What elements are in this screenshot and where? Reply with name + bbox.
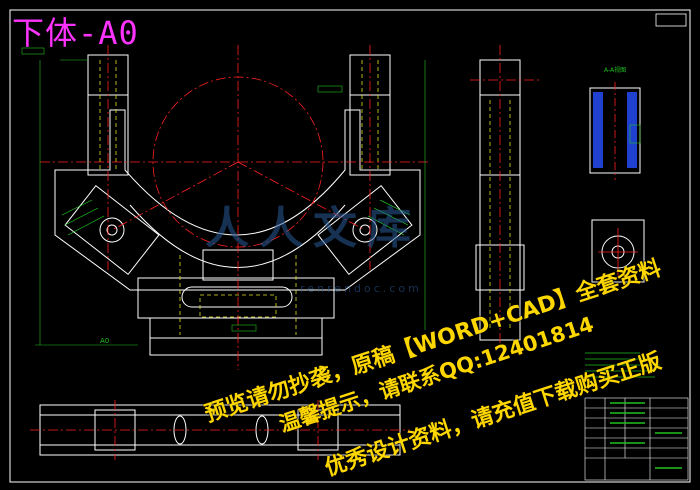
drawing-title: 下体-A0 bbox=[12, 14, 139, 52]
dimension-tag-bottom bbox=[231, 324, 257, 332]
base-foot bbox=[149, 318, 323, 356]
dimension-lines bbox=[21, 47, 426, 346]
section-hatch-right bbox=[627, 92, 637, 168]
dimension-label: A0 bbox=[100, 337, 109, 345]
section-label: A-A视图 bbox=[604, 66, 626, 74]
dimension-tag-right bbox=[317, 85, 343, 93]
right-boss bbox=[317, 184, 413, 276]
section-hatch-left bbox=[593, 92, 603, 168]
technical-notes bbox=[585, 352, 660, 378]
site-logo-subtitle: renrendoc.com bbox=[300, 282, 422, 295]
drawing-frame bbox=[9, 9, 691, 483]
hatch-lines bbox=[61, 199, 411, 236]
title-block-entries bbox=[610, 402, 682, 469]
left-boss bbox=[64, 184, 160, 276]
detail-view bbox=[591, 219, 645, 283]
base-slot bbox=[181, 286, 293, 308]
center-lines bbox=[40, 45, 430, 370]
base-block bbox=[137, 277, 335, 319]
title-block bbox=[584, 397, 689, 481]
section-view bbox=[589, 82, 641, 180]
dimension-tag-left bbox=[21, 47, 45, 55]
site-logo-watermark: 人人文库 bbox=[205, 203, 421, 254]
title-corner-box bbox=[655, 13, 687, 27]
